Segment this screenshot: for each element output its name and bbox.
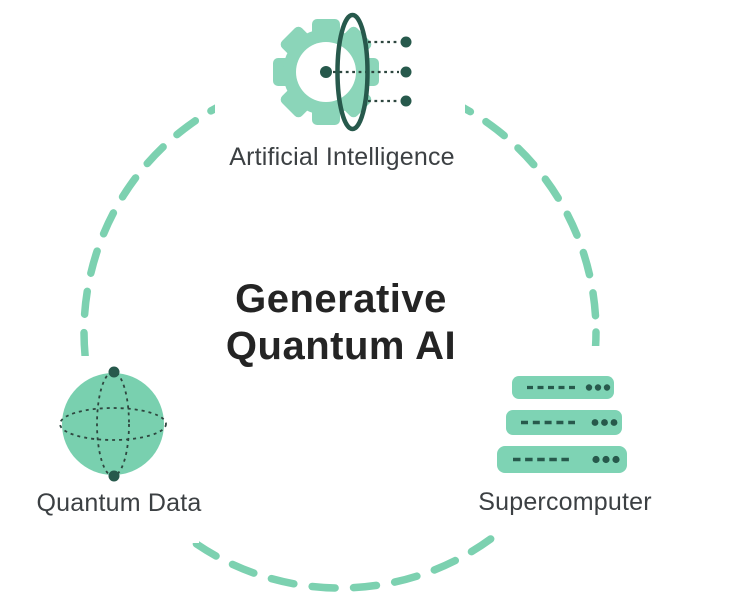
gear-center-dot (320, 66, 332, 78)
bloch-sphere-icon (59, 366, 167, 482)
label-artificial-intelligence: Artificial Intelligence (229, 143, 455, 171)
server-led-dots (592, 455, 620, 464)
label-quantum-data: Quantum Data (36, 489, 202, 517)
gear-orbit-icon (273, 12, 412, 132)
signal-dot-top (400, 36, 412, 48)
sphere-body (62, 373, 164, 475)
signal-dot-bottom (400, 95, 412, 107)
server-bar-middle (506, 410, 622, 435)
signal-dot-middle (400, 66, 412, 78)
pole-dot-bottom (108, 470, 120, 482)
title-line-1: Generative (235, 277, 447, 321)
title-line-2: Quantum AI (225, 324, 457, 369)
server-bar-top (512, 376, 614, 399)
pole-dot-top (108, 366, 120, 378)
sphere-equator (59, 407, 167, 441)
diagram-title: Generative Quantum AI (226, 276, 456, 370)
server-bar-bottom (497, 446, 627, 473)
signal-dots (400, 36, 412, 107)
server-led-dots (585, 384, 611, 391)
orbit-ring (335, 12, 370, 132)
server-led-dots (591, 419, 618, 426)
server-stack-icon (497, 376, 627, 473)
label-supercomputer: Supercomputer (478, 488, 652, 516)
